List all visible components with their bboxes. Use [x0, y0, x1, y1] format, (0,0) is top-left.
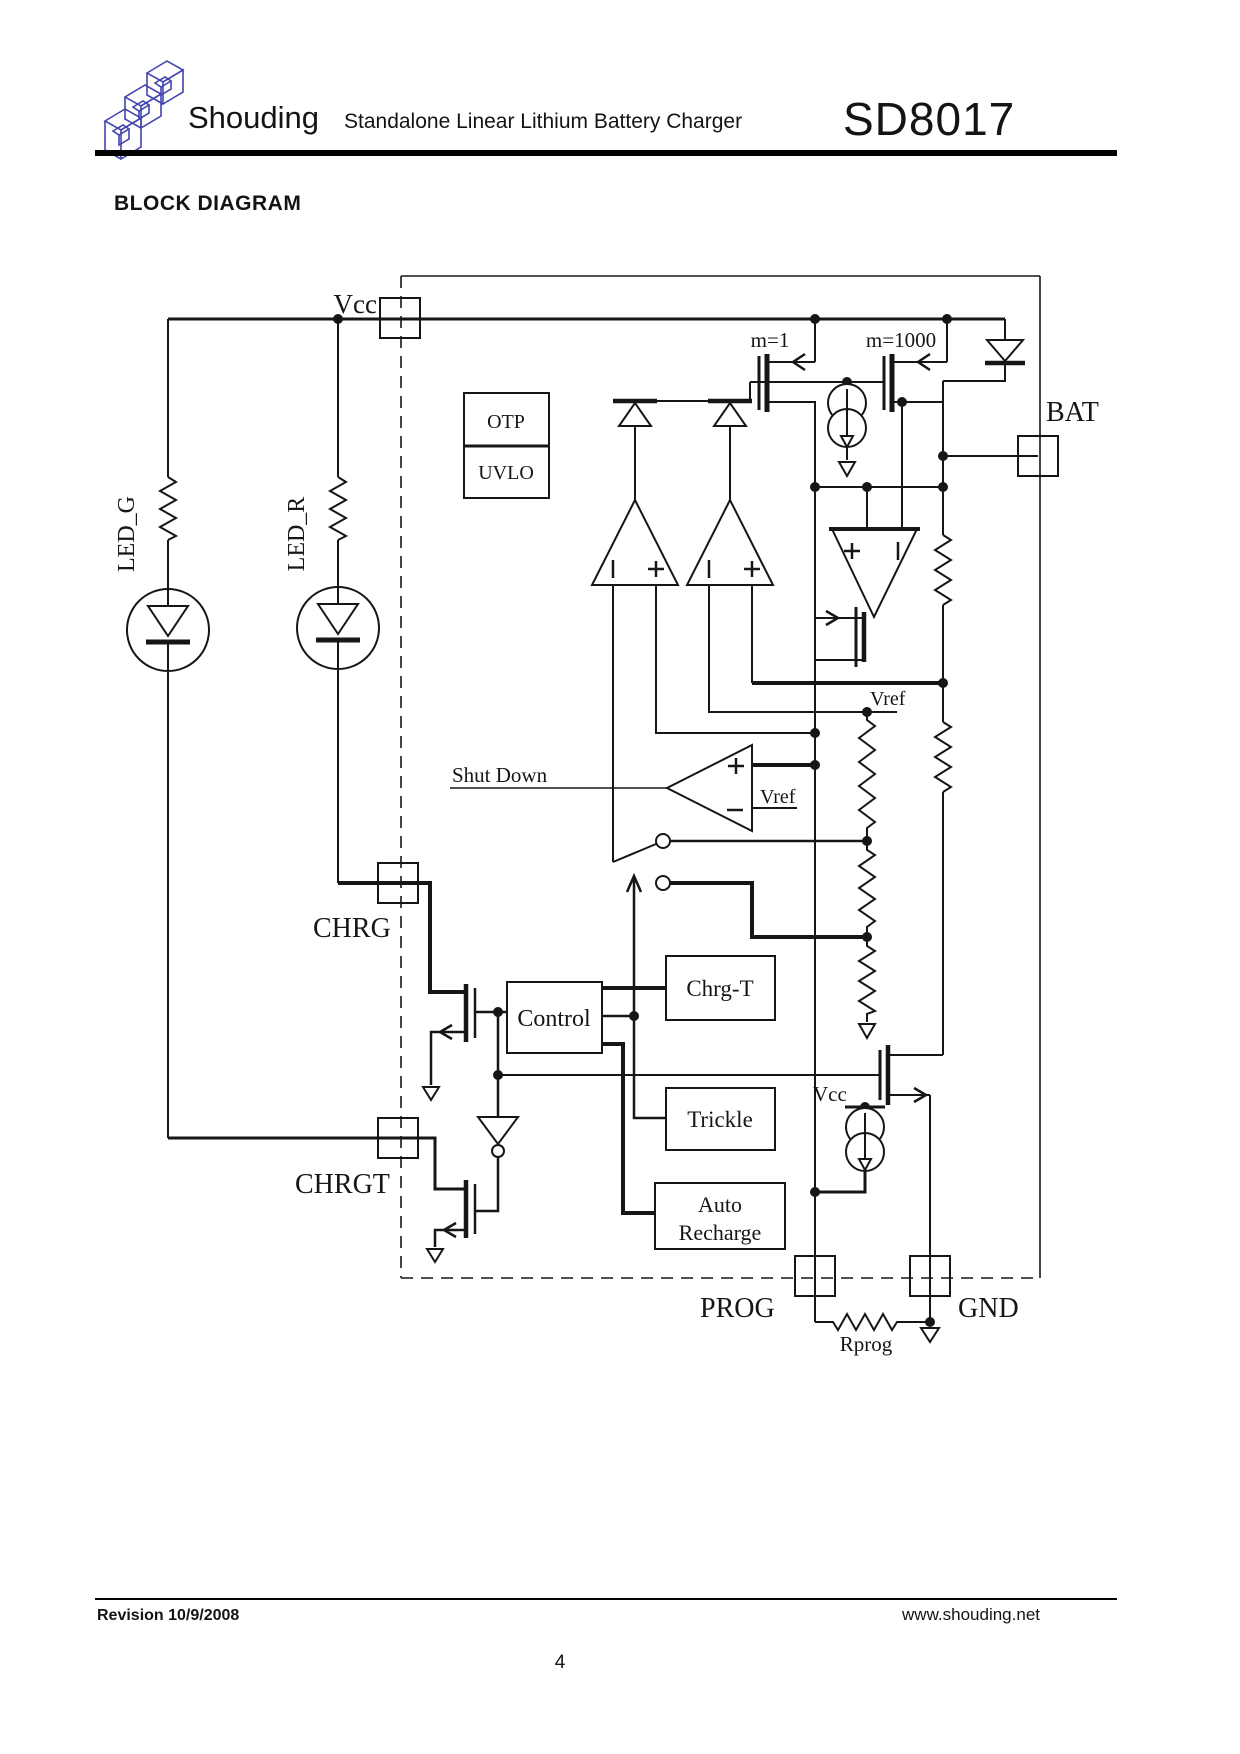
- auto-recharge-block: Auto Recharge: [654, 1182, 786, 1250]
- mosfet-m1000: m=1000: [866, 319, 948, 529]
- shutdown-label: Shut Down: [452, 763, 548, 787]
- chrgt-pin-driver: CHRGT: [168, 1012, 520, 1264]
- document-title: Standalone Linear Lithium Battery Charge…: [344, 110, 743, 133]
- sense-amp: [815, 487, 920, 667]
- m1-label: m=1: [751, 328, 790, 352]
- bat-pin: BAT: [943, 397, 1099, 477]
- trickle-label: Trickle: [687, 1107, 753, 1132]
- prog-column: [810, 402, 820, 1322]
- uvlo-label: UVLO: [478, 462, 534, 484]
- led-r-label: LED_R: [284, 497, 310, 572]
- m1000-label: m=1000: [866, 328, 936, 352]
- bat-pin-label: BAT: [1046, 397, 1099, 428]
- vcc-pin-label: Vcc: [334, 289, 377, 319]
- vref-divider-string: [857, 712, 878, 1041]
- gnd-pin-label: GND: [958, 1293, 1019, 1324]
- prog-mirror: Vcc: [498, 1045, 943, 1194]
- chrg-pin-label: CHRG: [313, 913, 391, 944]
- led-g-label: LED_G: [114, 496, 140, 572]
- prog-pin-label: PROG: [700, 1293, 775, 1324]
- mosfet-m1: m=1: [751, 319, 816, 487]
- vcc-pin: Vcc: [334, 289, 421, 339]
- otp-label: OTP: [487, 411, 525, 433]
- shutdown-comparator: Shut Down Vref: [450, 743, 815, 833]
- control-label: Control: [517, 1006, 591, 1032]
- auto-recharge-label-2: Recharge: [679, 1220, 762, 1245]
- vref-divider-label: Vref: [870, 688, 906, 710]
- vcc-cs-label: Vcc: [813, 1082, 847, 1106]
- page-number: 4: [554, 1652, 566, 1673]
- mode-switch: [612, 833, 867, 1016]
- gate-bias-current-source: [750, 377, 884, 479]
- vref-comparator-label: Vref: [760, 786, 796, 808]
- part-number: SD8017: [843, 93, 1016, 145]
- error-amp-2: Vref: [685, 497, 943, 717]
- trickle-block: Trickle: [665, 1087, 776, 1151]
- bat-diode: [943, 319, 1026, 382]
- led-r-branch: LED_R: [284, 319, 380, 883]
- rprog-label: Rprog: [840, 1332, 893, 1356]
- amp-or-diodes: [613, 382, 752, 500]
- section-title: BLOCK DIAGRAM: [114, 192, 302, 215]
- footer-rule: [95, 1598, 1117, 1600]
- bat-divider: [933, 381, 953, 1055]
- prog-pin: PROG: [700, 1255, 836, 1324]
- chrg-t-block: Chrg-T: [665, 955, 776, 1021]
- footer-revision: Revision 10/9/2008: [97, 1607, 240, 1624]
- header-rule: [95, 150, 1117, 156]
- footer-website: www.shouding.net: [902, 1605, 1040, 1624]
- sense-net: [810, 482, 948, 492]
- chrgt-pin-label: CHRGT: [295, 1169, 390, 1200]
- auto-recharge-label-1: Auto: [698, 1192, 742, 1217]
- control-block: Control: [506, 981, 666, 1215]
- gnd-pin: GND: [909, 1095, 1019, 1344]
- chrg-pin-driver: CHRG: [313, 862, 507, 1102]
- brand-name: Shouding: [188, 100, 320, 135]
- led-g-branch: LED_G: [114, 319, 210, 1138]
- rprog-resistor: Rprog: [815, 1311, 935, 1356]
- chrg-t-label: Chrg-T: [686, 976, 753, 1001]
- ic-boundary: [400, 275, 1041, 1279]
- vcc-rail: [168, 314, 1005, 324]
- error-amp-1: [590, 497, 815, 862]
- otp-uvlo-block: OTP UVLO: [463, 392, 550, 499]
